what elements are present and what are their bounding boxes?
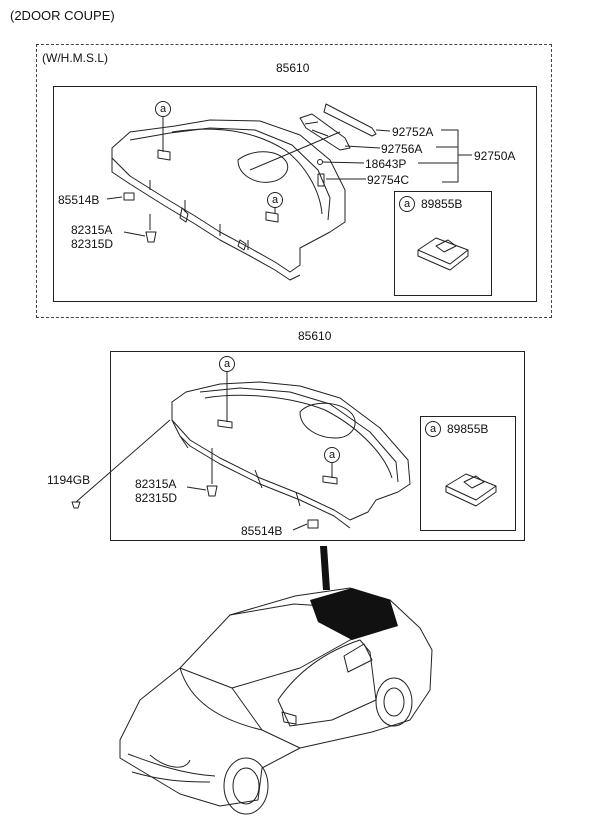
part-85514B-bottom: 85514B xyxy=(241,524,283,538)
bottom-inset-box xyxy=(420,416,516,531)
top-hmsl-bracket xyxy=(299,103,377,151)
part-92750A: 92750A xyxy=(474,149,516,163)
part-92754C: 92754C xyxy=(367,173,410,187)
top-inset-callout: a xyxy=(399,196,415,212)
top-section-frame xyxy=(36,44,552,318)
part-18643P: 18643P xyxy=(365,157,407,171)
top-inset-box xyxy=(394,191,492,296)
bottom-leader-lines xyxy=(75,372,333,531)
car-illustration xyxy=(119,587,433,815)
top-assembly-box xyxy=(53,86,537,302)
top-inset-part-number: 89855B xyxy=(421,197,463,211)
part-82315D-top: 82315D xyxy=(71,237,114,251)
pointer-arrow xyxy=(320,546,330,590)
bottom-inset-part-number: 89855B xyxy=(447,422,489,436)
part-1194GB: 1194GB xyxy=(47,473,91,487)
top-rear-package-tray xyxy=(111,119,346,281)
diagram-title: (2DOOR COUPE) xyxy=(10,8,115,23)
bottom-assembly-box xyxy=(110,351,525,541)
part-92756A: 92756A xyxy=(381,142,423,156)
bottom-small-parts xyxy=(71,485,319,529)
top-callout-a-2: a xyxy=(267,192,283,208)
bottom-rear-package-tray xyxy=(171,381,411,529)
car-rear-package-area xyxy=(310,588,398,640)
part-85514B-top: 85514B xyxy=(58,193,100,207)
part-82315A-bottom: 82315A xyxy=(135,477,177,491)
top-assembly-part-number: 85610 xyxy=(276,61,310,75)
variant-label: (W/H.M.S.L) xyxy=(42,51,108,65)
top-inset-part-drawing xyxy=(417,237,469,271)
bottom-assembly-part-number: 85610 xyxy=(298,329,332,343)
bottom-inset-part-drawing xyxy=(445,473,497,507)
top-leader-lines xyxy=(106,117,472,237)
part-82315D-bottom: 82315D xyxy=(135,491,178,505)
part-92752A: 92752A xyxy=(392,125,434,139)
bottom-inset-callout: a xyxy=(425,421,441,437)
bottom-callout-a-1: a xyxy=(219,356,235,372)
top-callout-a-1: a xyxy=(155,101,171,117)
bottom-callout-a-2: a xyxy=(324,447,340,463)
part-82315A-top: 82315A xyxy=(71,223,113,237)
top-small-parts xyxy=(123,159,325,243)
